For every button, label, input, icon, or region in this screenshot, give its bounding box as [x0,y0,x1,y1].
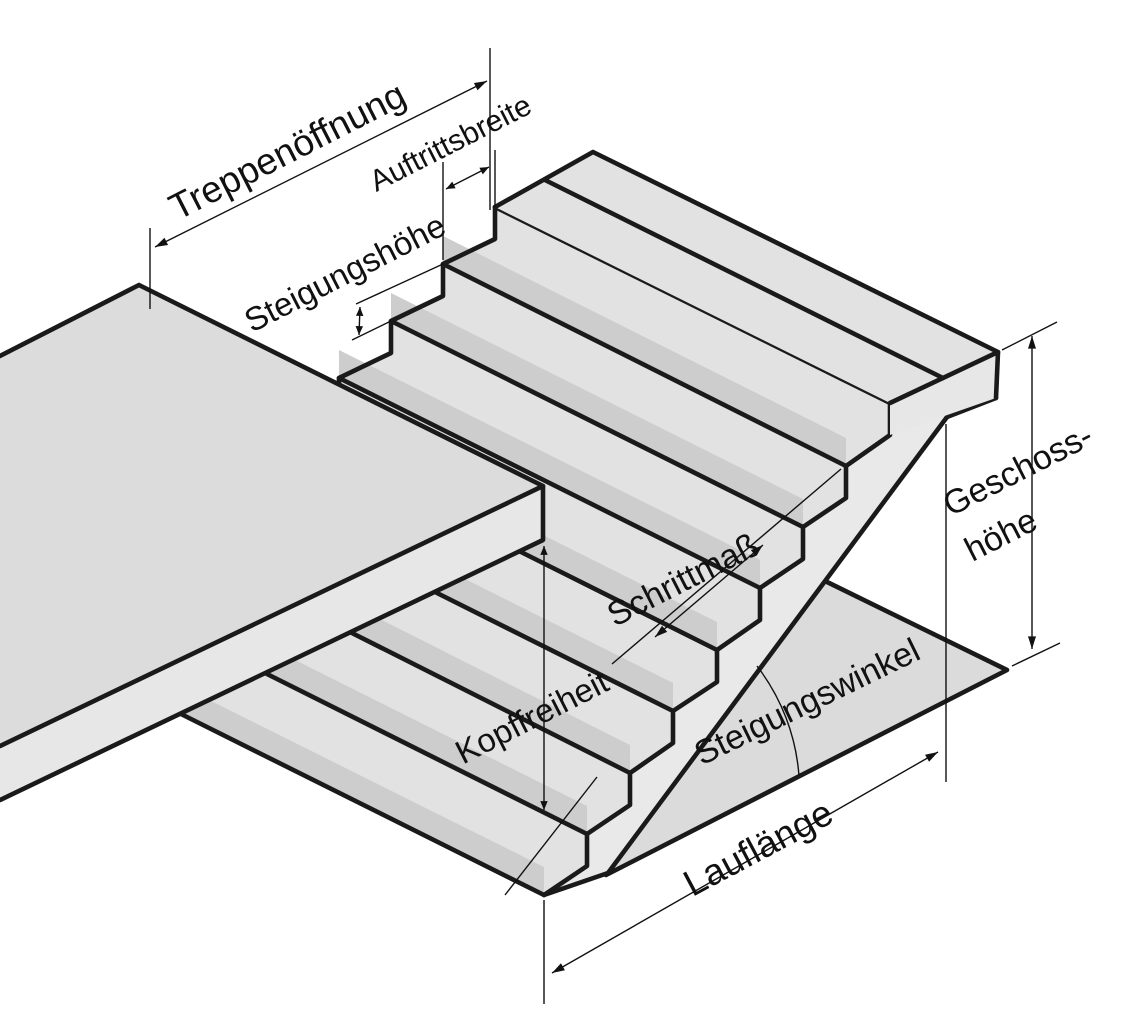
steigungshoehe-extension-bottom [351,320,392,341]
upper-floor-slab [0,282,546,803]
dimensions [149,48,1061,1004]
riser-face [443,236,846,466]
step-nose-line [388,318,806,530]
lauflaenge-dimension [551,751,939,974]
treppenoeffnung-dimension [154,80,488,248]
riser-face [350,604,630,773]
slab-opening-front-edge [0,483,546,749]
step-nose-line [432,589,676,714]
geschosshoehe-extension-top [1001,321,1058,351]
auftrittsbreite-dimension [445,166,490,190]
riser-face [339,350,760,588]
schrittmass-dimension [654,544,764,638]
landing-side-edge [993,349,1001,401]
step-nose-line [440,261,849,469]
stair-flight [178,204,893,898]
landing-underside-edge [944,395,999,420]
steigungshoehe-extension-top [355,263,444,305]
riser-face [435,564,673,711]
step-nose-line [347,629,633,776]
riser-face [391,293,803,527]
geschosshoehe-extension-bottom [1011,642,1061,667]
steigungshoehe-dimension [355,306,364,336]
upper-landing [492,149,1001,435]
riser-face [265,645,587,834]
riser-face [181,686,544,895]
step-nose-line [262,670,590,837]
label-treppenoeffnung: Treppenöffnung [163,74,413,228]
landing-intermediate-line [542,177,946,381]
step-nose-line [178,711,547,898]
